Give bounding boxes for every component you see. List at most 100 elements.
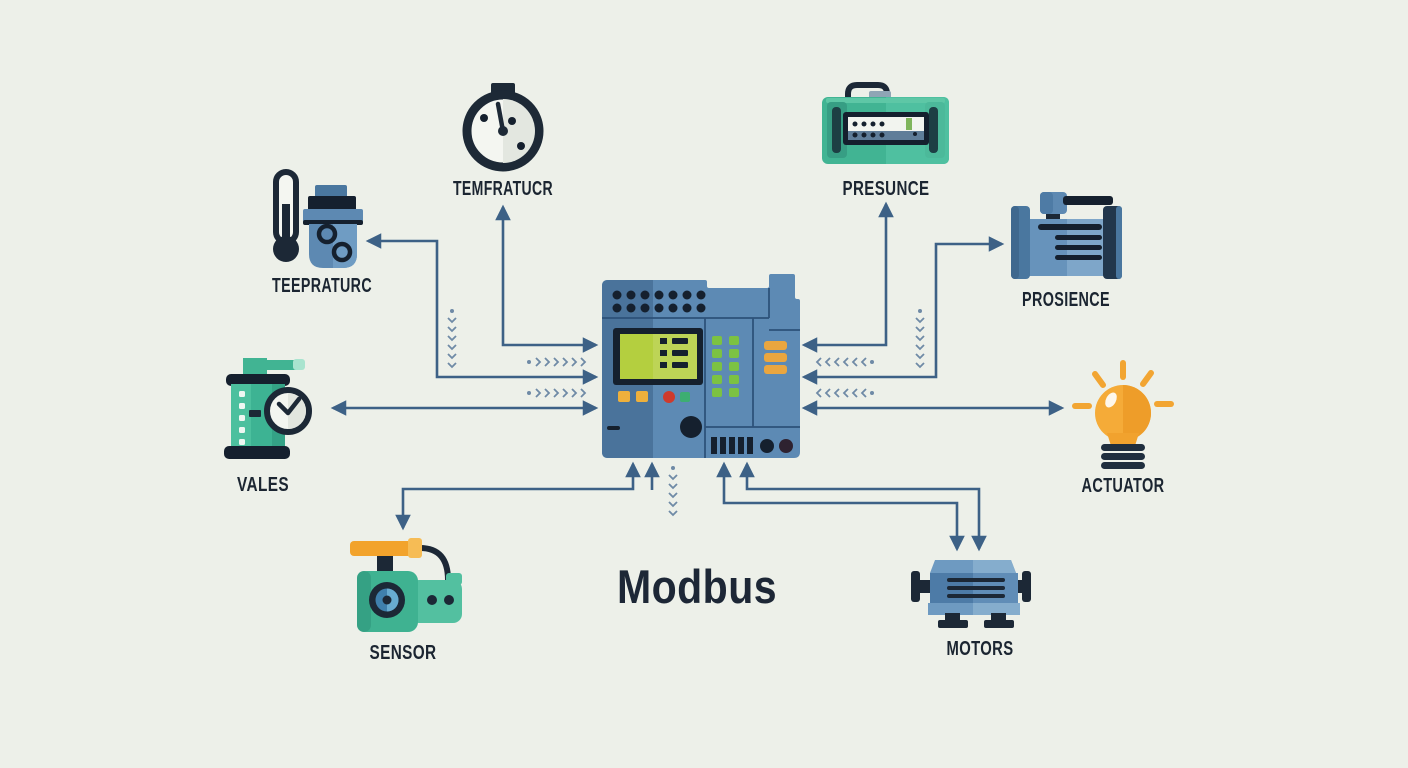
thermometer-stem	[282, 204, 290, 246]
sensor-dot-2	[444, 595, 454, 605]
sensor-neck	[377, 553, 393, 575]
bulb-highlight	[1105, 392, 1117, 408]
valve-label: VALES	[237, 474, 289, 496]
connector-plc-gauge	[495, 204, 599, 353]
pump-valve-icon	[1011, 192, 1122, 279]
actuator-label: ACTUATOR	[1082, 475, 1165, 497]
dataflow-chevrons	[447, 309, 925, 516]
pump-cap-left-shade	[1011, 206, 1019, 279]
sensor-bar	[350, 541, 412, 556]
connector-plc-sensor	[395, 461, 641, 531]
sensor-label: SENSOR	[370, 642, 437, 664]
chevron-column-bottom	[668, 466, 678, 516]
canister-flange-edge	[303, 220, 363, 225]
pump-stripe-1	[1055, 235, 1102, 240]
bulb-base	[1101, 444, 1145, 469]
plc-io-leds	[712, 336, 739, 397]
camera-sensor-icon	[350, 538, 462, 632]
electric-motor-icon	[911, 560, 1031, 628]
sensor-cable	[419, 545, 451, 581]
pressure-panel-display	[848, 117, 924, 131]
sensor-body-tab	[446, 573, 462, 585]
pressure-indicator-dot	[913, 132, 917, 136]
stopwatch-gauge-icon	[462, 83, 544, 172]
thermometer-canister-icon	[273, 169, 363, 268]
motor-feet	[938, 613, 1014, 628]
pressure-instrument-icon	[822, 82, 949, 164]
pump-label: PROSIENCE	[1022, 289, 1110, 311]
pressure-panel-strip	[848, 131, 924, 140]
chevron-row-right-upper	[816, 357, 874, 367]
motor-shaft-right	[1022, 571, 1031, 602]
motor-cap-light	[973, 560, 1016, 573]
sensor-lens-light	[387, 588, 399, 612]
plc-terminal-bars	[764, 341, 787, 374]
pump-stripe-2	[1055, 245, 1102, 250]
pressure-label: PRESUNCE	[843, 178, 930, 200]
pressure-handle	[845, 82, 890, 99]
pressure-side-left-bar	[832, 107, 841, 153]
motor-stripes	[947, 578, 1005, 598]
plc-screen-list	[660, 338, 688, 368]
tank-spout-tip	[293, 359, 305, 370]
sensor-lens-dot	[382, 595, 392, 605]
plc-vents	[711, 437, 793, 454]
canister-cap	[315, 185, 347, 198]
chevron-row-right-lower	[816, 388, 874, 398]
pressure-side-right-bar	[929, 107, 938, 153]
connectors	[330, 201, 1065, 552]
pump-handle-knob-shade	[1040, 192, 1053, 214]
connector-plc-pump	[801, 236, 1005, 385]
connector-plc-pressure	[801, 201, 894, 353]
plc-top-ports	[612, 290, 706, 313]
plc-screen	[613, 328, 703, 385]
pressure-panel-dots-bottom	[852, 132, 885, 138]
tank-timer-icon	[224, 358, 312, 459]
plc-knob	[680, 416, 702, 438]
connector-plc-motor-lower	[716, 461, 965, 552]
gauge-needle-hub	[498, 126, 508, 136]
pressure-indicator	[906, 118, 912, 130]
motor-label: MOTORS	[947, 638, 1014, 660]
gauge-face-shade	[503, 99, 535, 163]
pump-stripe-top	[1038, 224, 1102, 230]
tank-level-dots	[239, 391, 245, 445]
sensor-dot-1	[427, 595, 437, 605]
light-bulb-icon	[1072, 360, 1174, 469]
tank-cap-top	[226, 374, 290, 386]
pump-cap-right-edge	[1116, 206, 1122, 279]
timer-face-shade	[288, 393, 306, 429]
pressure-body-topstrip	[826, 98, 945, 103]
motor-base-band-light	[973, 603, 1020, 615]
diagram-title: Modbus	[617, 560, 777, 613]
pressure-panel-dots-top	[852, 121, 885, 127]
canister-port-2	[331, 241, 353, 263]
timer-hands	[276, 396, 302, 416]
chevron-row-left-upper	[527, 357, 586, 367]
plc-panel-dividers	[602, 288, 800, 458]
thermo-label: TEEPRATURC	[272, 275, 372, 297]
chevron-column-right	[915, 309, 925, 368]
sensor-body-shade	[357, 571, 371, 632]
canister-band	[308, 196, 356, 211]
plc-controller-icon	[602, 274, 800, 458]
connector-plc-motor-upper	[739, 461, 987, 552]
plc-dash	[607, 426, 620, 430]
bulb-globe-shade	[1123, 385, 1151, 441]
bulb-rays	[1072, 360, 1174, 409]
connector-plc-thermo	[365, 233, 599, 385]
sensor-bar-cap	[408, 538, 422, 558]
gauge-label: TEMFRATUCR	[453, 178, 553, 200]
tank-spout	[260, 360, 298, 370]
tank-cap-bottom	[224, 446, 290, 459]
canister-port-1	[316, 223, 338, 245]
canister-flange	[303, 209, 363, 222]
gauge-marks	[480, 114, 525, 150]
pump-handle-bar	[1063, 196, 1113, 205]
plc-buttons	[618, 391, 690, 403]
pump-stripe-3	[1055, 255, 1102, 260]
thermometer-bulb	[273, 236, 299, 262]
chevron-column-left	[447, 309, 457, 368]
motor-shaft-left	[911, 571, 920, 602]
